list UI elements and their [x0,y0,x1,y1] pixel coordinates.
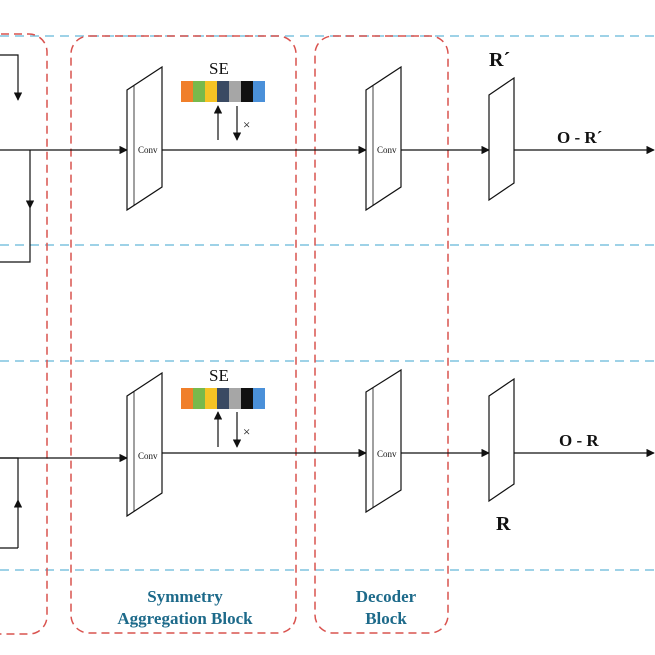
bottom-se-channel-3 [205,388,217,409]
bottom-output-label: O - R [559,431,599,450]
bottom-symmetry-conv-label: Conv [138,451,158,461]
top-se-channel-7 [253,81,265,102]
left-block-outline [0,33,48,635]
bottom-left-loop-upper [0,457,19,500]
top-se-channel-2 [193,81,205,102]
top-se-channel-3 [205,81,217,102]
top-left-loop-upper [0,54,23,101]
bottom-se-channel-2 [193,388,205,409]
bottom-decoder-conv-label: Conv [377,449,397,459]
bottom-decoder-conv-layer [365,368,402,514]
top-mask-label: R´ [489,49,510,71]
top-output-label: O - R´ [557,128,602,147]
bottom-se-channel-6 [241,388,253,409]
bottom-se-channel-7 [253,388,265,409]
bottom-se-label: SE [209,366,229,385]
symmetry-block-title-line2: Aggregation Block [117,609,253,628]
top-mask-plane [488,76,515,202]
decoder-block-title-line1: Decoder [356,587,417,606]
bottom-se-channel-1 [181,388,193,409]
top-se-color-strip [181,81,265,102]
bottom-mask-label: R [496,513,511,535]
top-decoder-conv-layer [365,65,402,212]
top-se-channel-6 [241,81,253,102]
bottom-mask-plane [488,377,515,503]
top-symmetry-conv-layer [126,65,163,212]
top-left-loop-bottom [0,208,31,263]
decoder-block-title-line2: Block [365,609,407,628]
bottom-symmetry-conv-layer [126,371,163,518]
top-se-label: SE [209,59,229,78]
top-se-channel-4 [217,81,229,102]
top-symmetry-conv-label: Conv [138,145,158,155]
bottom-se-color-strip [181,388,265,409]
bottom-multiply-symbol: × [243,424,250,439]
top-se-channel-1 [181,81,193,102]
top-decoder-conv-label: Conv [377,145,397,155]
symmetry-aggregation-block-outline [70,35,297,634]
symmetry-block-title-line1: Symmetry [147,587,223,606]
top-multiply-symbol: × [243,117,250,132]
bottom-se-channel-4 [217,388,229,409]
decoder-block-outline [314,35,449,634]
top-se-channel-5 [229,81,241,102]
bottom-se-channel-5 [229,388,241,409]
